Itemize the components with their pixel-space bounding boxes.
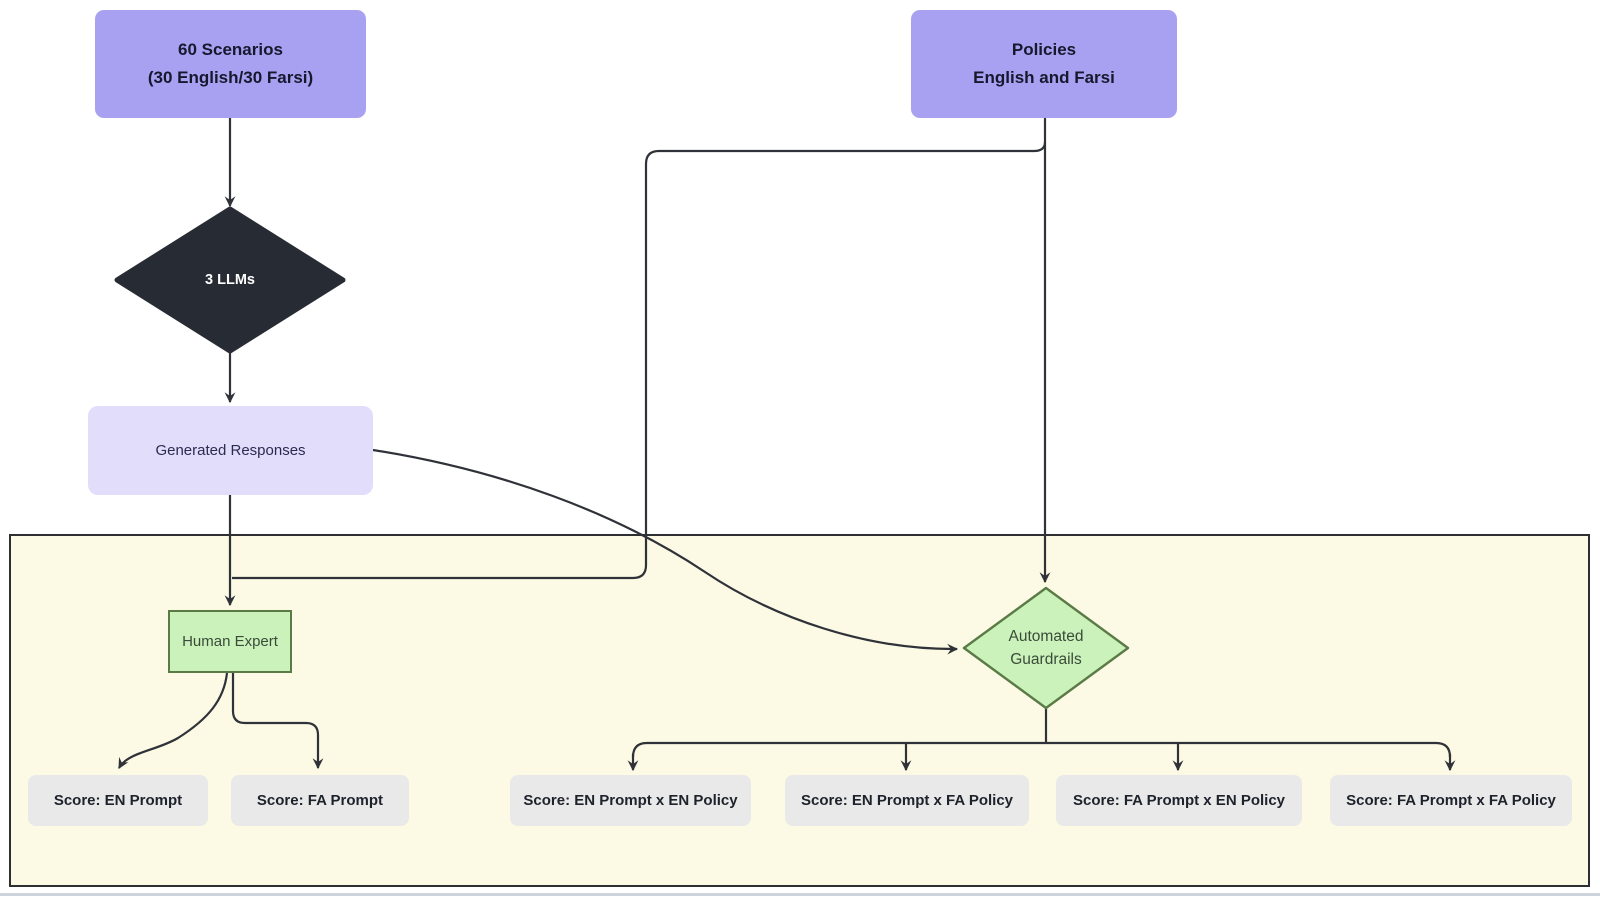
guardrails-diamond-shape xyxy=(962,586,1130,710)
policies-node: Policies English and Farsi xyxy=(911,10,1177,118)
guardrails-label-line2: Guardrails xyxy=(1010,651,1082,668)
score-en-prompt-node: Score: EN Prompt xyxy=(28,775,208,826)
llms-label: 3 LLMs xyxy=(205,272,255,288)
evaluation-container xyxy=(9,534,1590,887)
policies-label-line1: Policies xyxy=(1011,40,1077,60)
human-expert-node: Human Expert xyxy=(168,610,292,673)
guardrails-label-line1: Automated xyxy=(1008,627,1084,645)
policies-label-line2: English and Farsi xyxy=(973,68,1115,87)
scenarios-label-line1: 60 Scenarios xyxy=(178,40,283,60)
score-en-prompt-fa-policy-node: Score: EN Prompt x FA Policy xyxy=(785,775,1029,826)
scenarios-node: 60 Scenarios (30 English/30 Farsi) xyxy=(95,10,366,118)
score-fa-prompt-en-policy-node: Score: FA Prompt x EN Policy xyxy=(1056,775,1302,826)
screenshot-bottom-edge xyxy=(0,893,1600,896)
scenarios-label-line2: (30 English/30 Farsi) xyxy=(147,68,314,87)
score-fa-prompt-node: Score: FA Prompt xyxy=(231,775,409,826)
edge-guardrails-bar xyxy=(631,741,1452,758)
llms-diamond-shape xyxy=(114,206,346,354)
automated-guardrails-label: Automated Guardrails xyxy=(966,610,1126,686)
edge-policies-to-human xyxy=(232,141,1047,580)
edge-human-to-score-en xyxy=(118,672,229,769)
generated-responses-node: Generated Responses xyxy=(88,406,373,495)
edge-generated-to-guardrails xyxy=(372,448,959,655)
score-en-prompt-en-policy-node: Score: EN Prompt x EN Policy xyxy=(510,775,751,826)
edge-human-to-score-fa xyxy=(231,673,324,770)
score-fa-prompt-fa-policy-node: Score: FA Prompt x FA Policy xyxy=(1330,775,1572,826)
